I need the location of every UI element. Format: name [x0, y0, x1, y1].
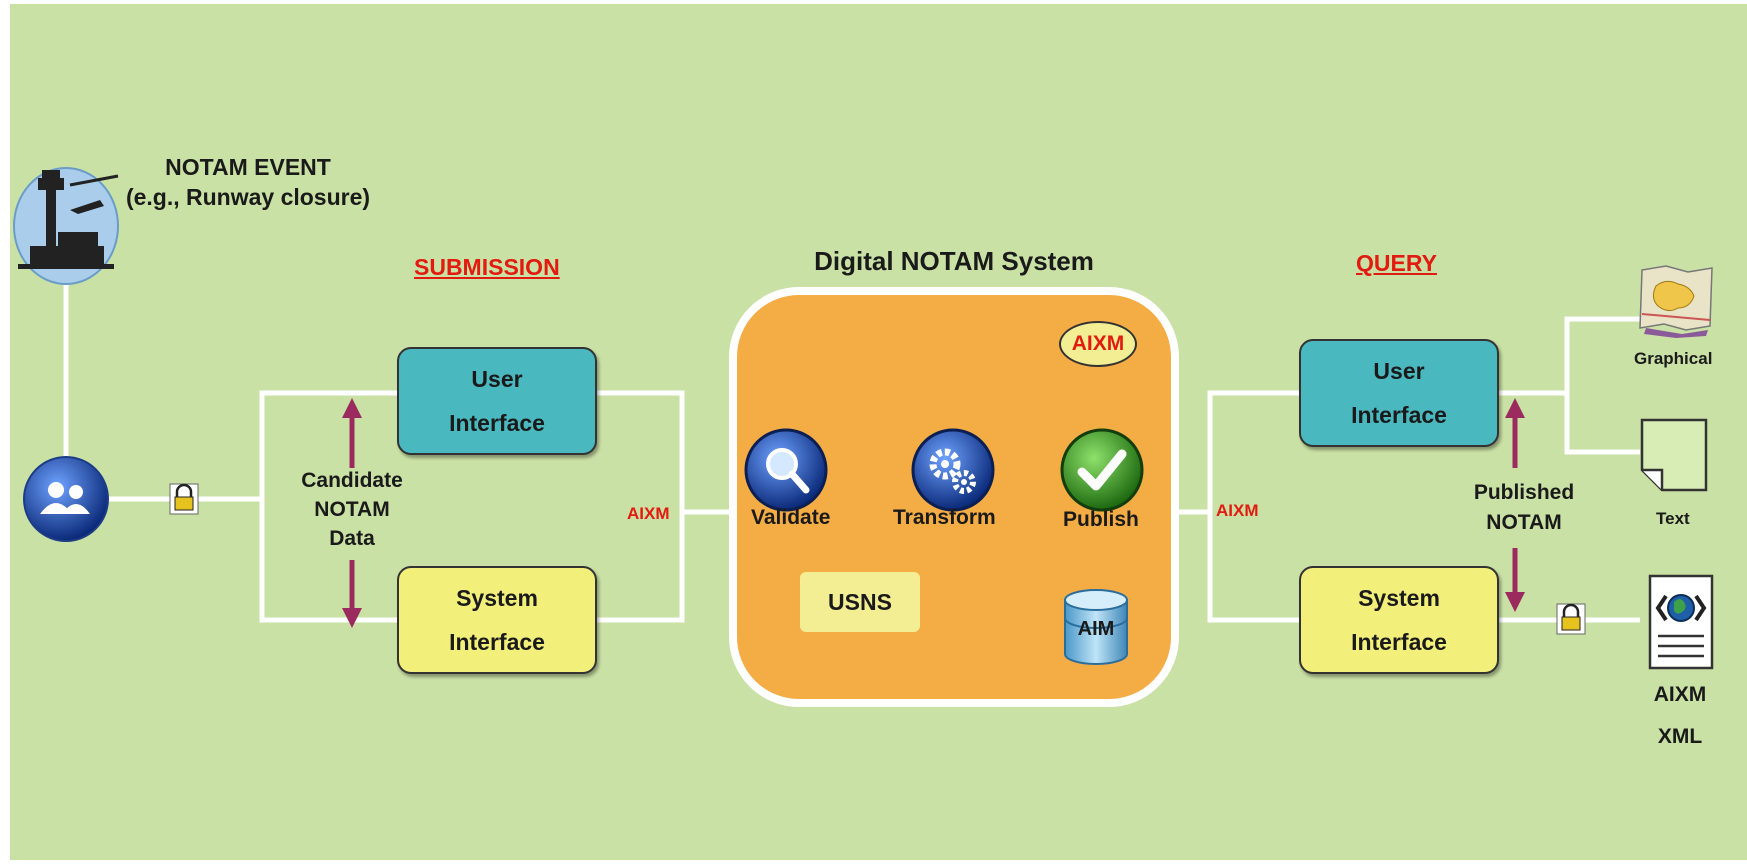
text-label: Text	[1656, 509, 1690, 528]
transform-label: Transform	[893, 506, 996, 529]
published-notam-label: Published NOTAM	[1459, 478, 1589, 538]
map-icon	[1639, 265, 1713, 338]
submission-system-interface-box: System Interface	[397, 566, 597, 674]
airport-tower-icon	[13, 167, 119, 285]
event-title: NOTAM EVENT	[165, 154, 331, 180]
box-label-line: Interface	[1351, 629, 1447, 655]
database-icon	[1064, 589, 1128, 665]
core-title: Digital NOTAM System	[814, 246, 1094, 276]
box-label-line: System	[456, 585, 538, 611]
box-label-line: User	[471, 366, 523, 392]
submission-aixm-label: AIXM	[627, 504, 670, 523]
checkmark-icon	[1060, 428, 1144, 512]
submission-user-interface-box: User Interface	[397, 347, 597, 455]
submission-heading: SUBMISSION	[414, 254, 560, 280]
label-line: AIXM	[1653, 683, 1707, 706]
box-label-line: Interface	[1351, 402, 1447, 428]
validate-label: Validate	[751, 506, 831, 529]
magnifier-icon	[744, 428, 828, 512]
padlock-icon	[169, 483, 199, 515]
users-group-icon	[23, 456, 109, 542]
query-aixm-label: AIXM	[1216, 501, 1259, 520]
aim-label: AIM	[1077, 618, 1115, 640]
box-label-line: Interface	[449, 629, 545, 655]
padlock-icon	[1556, 603, 1586, 635]
usns-box: USNS	[800, 572, 920, 632]
label-line: NOTAM	[1486, 511, 1562, 534]
gears-icon	[911, 428, 995, 512]
query-heading: QUERY	[1356, 250, 1437, 276]
event-subtitle: (e.g., Runway closure)	[125, 184, 371, 210]
label-line: NOTAM	[314, 498, 390, 521]
box-label-line: System	[1358, 585, 1440, 611]
document-icon	[1640, 418, 1708, 492]
candidate-notam-data-label: Candidate NOTAM Data	[290, 466, 414, 553]
query-user-interface-box: User Interface	[1299, 339, 1499, 447]
event-label: NOTAM EVENT (e.g., Runway closure)	[118, 152, 378, 212]
aixm-xml-label: AIXM XML	[1640, 674, 1720, 758]
label-line: Published	[1473, 481, 1575, 504]
graphical-label: Graphical	[1634, 349, 1713, 368]
box-label-line: Interface	[449, 410, 545, 436]
xml-document-icon	[1648, 574, 1714, 670]
label-line: Data	[329, 527, 375, 550]
label-line: XML	[1657, 725, 1703, 748]
aixm-badge: AIXM	[1059, 321, 1137, 367]
box-label-line: User	[1373, 358, 1425, 384]
publish-label: Publish	[1063, 508, 1139, 531]
label-line: Candidate	[301, 469, 403, 492]
query-system-interface-box: System Interface	[1299, 566, 1499, 674]
